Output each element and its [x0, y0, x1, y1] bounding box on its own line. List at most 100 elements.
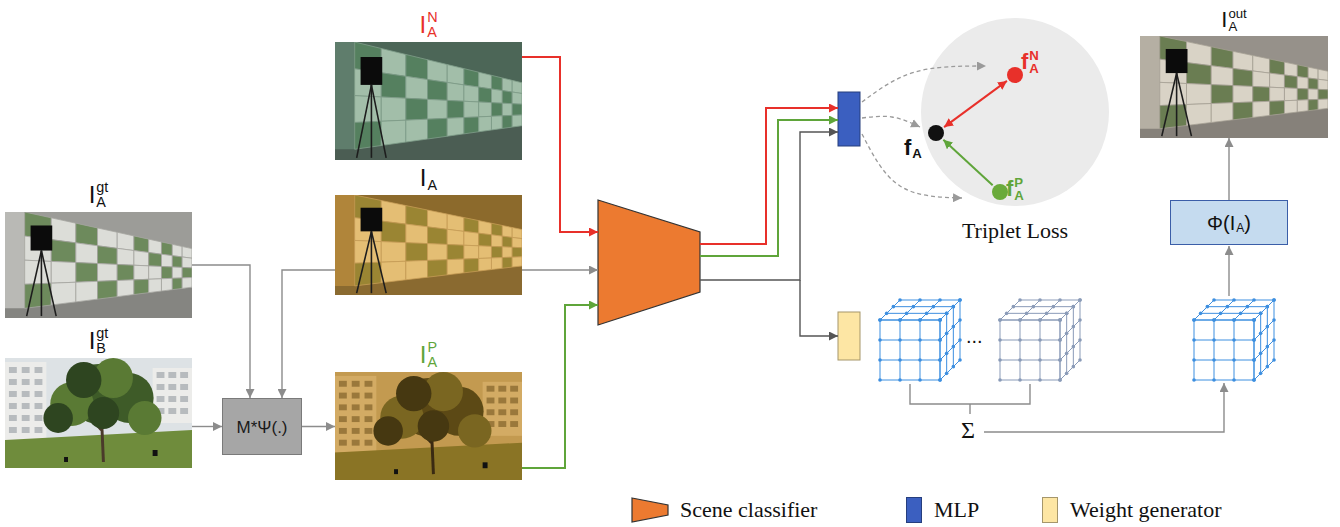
- label-text: A: [1014, 189, 1024, 202]
- cube-grid-line: [1000, 320, 1001, 380]
- cube-vertex: [1212, 298, 1216, 302]
- cube-grid-line: [887, 313, 947, 314]
- image-panel: IoutA: [1140, 36, 1328, 138]
- marker: [483, 462, 488, 468]
- window: [9, 427, 17, 433]
- node-label: IgtB: [89, 326, 109, 355]
- label-text: A: [427, 25, 437, 39]
- window: [339, 416, 347, 422]
- cube-grid-line: [1214, 300, 1274, 301]
- cube-vertex: [958, 358, 962, 362]
- window: [35, 427, 43, 433]
- signal-wire: [800, 280, 838, 336]
- cube-vertex: [1266, 305, 1270, 309]
- signal-wire: [969, 404, 970, 414]
- lut-cube: [1192, 298, 1276, 382]
- legend-item: Scene classifier: [630, 496, 817, 524]
- cube-vertex: [1005, 312, 1009, 316]
- cube-grid-line: [1267, 307, 1268, 367]
- window: [365, 393, 373, 399]
- cube-grid-line: [1201, 313, 1261, 314]
- photo: [1140, 36, 1328, 138]
- cube-vertex: [1232, 378, 1236, 382]
- window: [35, 379, 43, 385]
- wall-tile: [161, 278, 172, 291]
- window: [365, 416, 373, 422]
- cube-vertex: [938, 358, 942, 362]
- cube-vertex: [918, 338, 922, 342]
- label-text: f: [904, 137, 911, 159]
- window: [352, 404, 360, 410]
- wall-tile: [1284, 62, 1297, 77]
- label-text: I: [89, 329, 96, 353]
- wall-tile: [1187, 42, 1212, 66]
- cube-grid-line: [1020, 320, 1021, 380]
- window: [365, 404, 373, 410]
- label-text: A: [428, 178, 438, 192]
- cube-vertex: [878, 318, 882, 322]
- cube-vertex: [1065, 352, 1069, 356]
- node-label: fPA: [1006, 176, 1024, 202]
- tree-canopy: [66, 362, 101, 398]
- wall-tile: [464, 258, 479, 272]
- signal-wire: [1228, 246, 1229, 296]
- wall-tile: [134, 265, 149, 280]
- cube-grid-line: [1214, 300, 1234, 320]
- wall-tile: [491, 75, 502, 90]
- cube-grid-line: [880, 320, 940, 321]
- cube-vertex: [1266, 305, 1270, 309]
- legend-item: MLP: [906, 496, 979, 524]
- cube-grid-line: [1254, 300, 1274, 320]
- wall-tile: [502, 103, 512, 116]
- cube-grid-line: [1254, 320, 1274, 340]
- cube-vertex: [938, 338, 942, 342]
- signal-wire: [522, 57, 598, 232]
- cube-vertex: [1252, 338, 1256, 342]
- cube-vertex: [938, 378, 942, 382]
- tripod-leg: [371, 85, 373, 158]
- trapezoid-symbol: [632, 498, 668, 522]
- wall-tile: [479, 258, 492, 271]
- marker: [153, 450, 158, 456]
- cube-grid-line: [1194, 320, 1195, 380]
- node-label: M*Ψ(.): [236, 418, 287, 435]
- wall-tile: [117, 232, 134, 250]
- tree-canopy: [396, 376, 431, 411]
- cube-grid-line: [1000, 320, 1060, 321]
- photo: [335, 42, 522, 160]
- cube-vertex: [1252, 358, 1256, 362]
- tripod-leg: [1176, 73, 1178, 136]
- cube-vertex: [1252, 318, 1256, 322]
- cube-grid-line: [1040, 300, 1060, 320]
- window: [22, 379, 30, 385]
- cube-grid-line: [1194, 320, 1254, 321]
- cube-vertex: [1058, 378, 1062, 382]
- wall-tile: [381, 200, 406, 224]
- wall-tile: [117, 248, 134, 265]
- script-stack: A: [428, 165, 438, 192]
- cube-vertex: [1072, 345, 1076, 349]
- wall-tile: [512, 237, 522, 247]
- label-text: A: [912, 147, 922, 160]
- label-text: A: [1236, 222, 1244, 234]
- cube-vertex: [1025, 312, 1029, 316]
- cube-vertex: [998, 378, 1002, 382]
- window: [157, 396, 165, 402]
- signal-wire: [700, 120, 838, 256]
- connector: [282, 270, 335, 398]
- wall-tile: [381, 221, 406, 243]
- wall-tile: [1187, 84, 1212, 105]
- wall-tile: [98, 228, 118, 248]
- cube-grid-line: [1060, 340, 1080, 360]
- wall-tile: [1270, 73, 1285, 88]
- cube-grid-line: [1080, 300, 1081, 360]
- label-text: Triplet Loss: [962, 220, 1068, 242]
- cube-vertex: [1252, 358, 1256, 362]
- connector: [192, 426, 222, 427]
- script-stack: gtB: [96, 326, 108, 355]
- wall-tile: [172, 244, 182, 257]
- cube-vertex: [1272, 318, 1276, 322]
- cube-vertex: [1199, 312, 1203, 316]
- window: [157, 372, 165, 378]
